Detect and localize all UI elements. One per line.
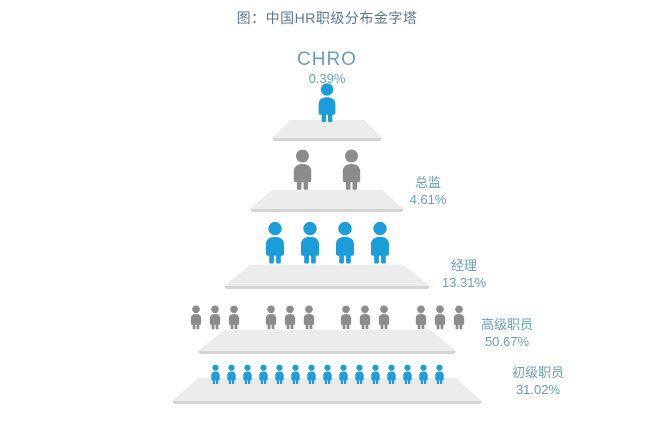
tier-label-percent: 13.31% [441, 274, 487, 290]
person-icon [265, 305, 276, 330]
pyramid-tier-chro[interactable] [0, 118, 654, 142]
person-icon [335, 221, 354, 264]
tier-label-name: 总监 [414, 175, 441, 190]
person-icon [342, 149, 361, 190]
person-icon [293, 149, 312, 190]
figure-group [413, 303, 467, 331]
tier-label-percent: 0.39% [308, 71, 346, 87]
tier-label-senior-staff: 高级职员 50.67% [462, 317, 552, 350]
tier-label-chro: CHRO 0.39% [0, 48, 654, 87]
tier-slab-manager [224, 265, 430, 289]
pyramid-tier-senior-staff[interactable] [0, 328, 654, 356]
person-icon [415, 305, 426, 330]
person-icon [370, 221, 389, 264]
tier-label-percent: 50.67% [484, 333, 530, 349]
page-title: 图：中国HR职级分布金字塔 [236, 10, 418, 26]
pyramid-tier-manager[interactable] [0, 263, 654, 291]
figure-group [289, 146, 365, 192]
tier-label-name: 高级职员 [480, 317, 533, 332]
figure-group [261, 218, 394, 266]
person-icon [228, 305, 239, 330]
pyramid-tier-director[interactable] [0, 188, 654, 214]
person-icon [434, 305, 445, 330]
tier-figures-manager [0, 218, 654, 266]
tier-label-manager: 经理 13.31% [424, 258, 504, 291]
person-icon [378, 305, 389, 330]
tier-figures-director [0, 146, 654, 192]
tier-slab-senior-staff [198, 330, 456, 354]
tier-slab-chro [272, 120, 382, 141]
tier-label-name: CHRO [297, 49, 357, 70]
tier-slab-director [250, 190, 404, 212]
figure-group [188, 303, 242, 331]
person-icon [318, 83, 336, 122]
tier-label-name: 初级职员 [511, 365, 564, 380]
tier-label-director: 总监 4.61% [392, 175, 464, 208]
person-icon [359, 305, 370, 330]
tier-label-percent: 31.02% [515, 381, 561, 397]
person-icon [284, 305, 295, 330]
tier-label-junior-staff: 初级职员 31.02% [492, 365, 584, 398]
person-icon [300, 221, 319, 264]
person-icon [209, 305, 220, 330]
person-icon [303, 305, 314, 330]
tier-figures-senior-staff [0, 303, 654, 331]
person-icon [340, 305, 351, 330]
tier-label-name: 经理 [450, 258, 477, 273]
person-icon [190, 305, 201, 330]
figure-group [314, 82, 340, 122]
figure-group [263, 303, 317, 331]
tier-label-percent: 4.61% [409, 191, 447, 207]
tier-figures-chro [0, 82, 654, 122]
figure-group [338, 303, 392, 331]
person-icon [265, 221, 284, 264]
